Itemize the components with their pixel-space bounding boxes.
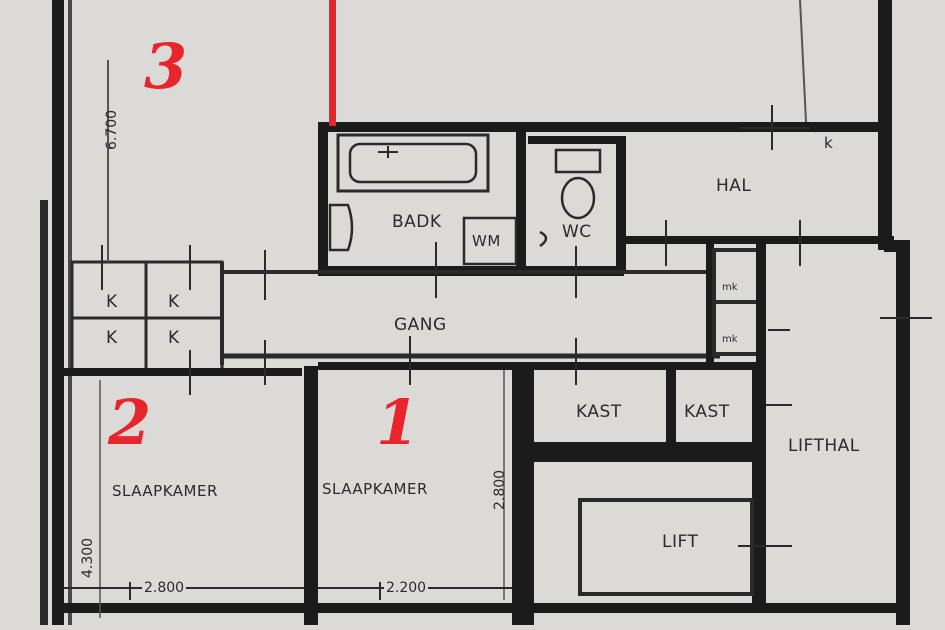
dimension-room1-height: 2.800 — [492, 469, 508, 510]
room-label-slaapkamer-1: SLAAPKAMER — [322, 480, 428, 498]
washing-machine-box — [462, 216, 518, 266]
room-label-hal: HAL — [716, 176, 752, 196]
left-exterior-wall — [40, 0, 72, 625]
room-label-wm: WM — [472, 232, 501, 250]
room-label-badk: BADK — [392, 212, 442, 232]
room-label-lifthal: LIFTHAL — [788, 436, 860, 456]
storage-label-k-bottom-left: K — [106, 328, 118, 348]
room-label-kast-1: KAST — [576, 402, 622, 422]
storage-block — [70, 260, 224, 376]
meter-cupboards — [712, 244, 766, 364]
right-exterior-wall — [878, 0, 910, 625]
room3-lines — [99, 0, 807, 618]
room-label-wc: WC — [562, 222, 592, 242]
room-number-3: 3 — [144, 30, 188, 103]
bedroom-walls — [64, 362, 910, 625]
hallway-walls — [220, 244, 720, 365]
toilet — [539, 148, 602, 248]
storage-label-k-top-left: K — [106, 292, 118, 312]
room-label-slaapkamer-2: SLAAPKAMER — [112, 482, 218, 500]
storage-label-k-bottom-right: K — [168, 328, 180, 348]
room-label-lift: LIFT — [662, 532, 699, 552]
red-marker-line — [329, 0, 336, 126]
dimension-room3-height: 6.700 — [104, 109, 120, 150]
dimension-room2-height: 4.300 — [80, 537, 96, 578]
dimension-room2-width: 2.800 — [142, 580, 187, 596]
sink — [328, 203, 354, 252]
cupboard-walls — [534, 362, 766, 612]
room-label-gang: GANG — [394, 315, 447, 335]
room-label-mk-2: mk — [722, 334, 738, 345]
bathtub — [336, 133, 490, 193]
room-number-1: 1 — [376, 386, 420, 459]
room-label-mk-1: mk — [722, 282, 738, 293]
lift-shaft — [578, 498, 792, 596]
tick-marks — [101, 105, 932, 600]
room-label-kast-2: KAST — [684, 402, 730, 422]
room-number-2: 2 — [108, 386, 152, 459]
storage-label-k-top-right: K — [168, 292, 180, 312]
room-label-k-small: k — [824, 134, 834, 152]
dimension-room1-width: 2.200 — [384, 580, 429, 596]
